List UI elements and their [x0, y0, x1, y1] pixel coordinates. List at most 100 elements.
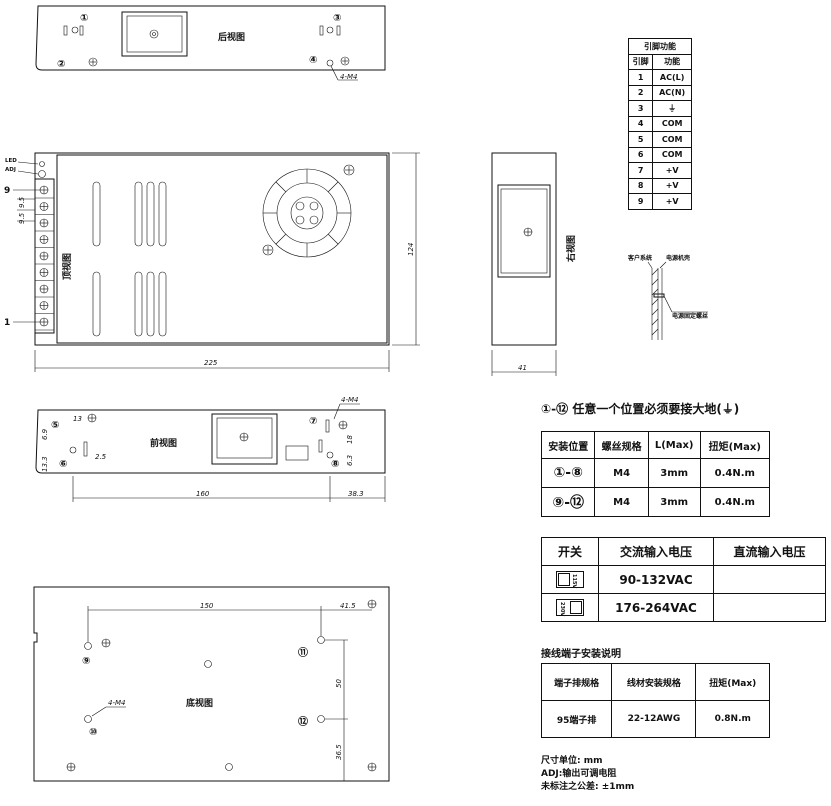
front-dim-6-9: 6.9 — [41, 428, 49, 440]
psu-chassis-label: 电源机壳 — [666, 254, 690, 262]
bottom-dim-36-5: 36.5 — [335, 744, 343, 760]
front-dim-2-5: 2.5 — [95, 453, 107, 461]
marker-8: ⑧ — [331, 459, 339, 470]
pin-number: 6 — [627, 146, 654, 163]
rear-view: 后视图 ① ② ③ ④ 4-M4 — [35, 5, 386, 81]
wire-header: 线材安装规格 — [611, 663, 697, 701]
front-m4-label: 4-M4 — [341, 396, 358, 404]
note-adj: ADJ:输出可调电阻 — [541, 769, 617, 779]
height-dim: 124 — [407, 243, 415, 256]
mounting-detail — [647, 261, 708, 340]
top-view-title: 顶视图 — [61, 253, 73, 280]
pin-function: +V — [652, 162, 692, 179]
wire-section-title: 接线端子安装说明 — [541, 649, 621, 660]
drawing-notes: 尺寸单位: mm ADJ:输出可调电阻 未标注之公差: ±1mm — [541, 755, 634, 794]
mount-header: L(Max) — [647, 431, 701, 459]
ground-note: ①-⑫ 任意一个位置必须要接大地(⏚) — [541, 402, 740, 416]
ac-input-range: 176-264VAC — [598, 593, 714, 622]
pin-function: COM — [652, 131, 692, 148]
pitch-dim-a: 9.5 — [18, 212, 26, 224]
pin-function: COM — [652, 115, 692, 132]
switch-header: 开关 — [541, 537, 599, 566]
screw-length: 3mm — [647, 458, 701, 488]
marker-1: ① — [80, 13, 88, 24]
bottom-dim-50: 50 — [335, 679, 343, 688]
switch-header: 交流输入电压 — [598, 537, 714, 566]
mount-header: 安装位置 — [540, 431, 596, 459]
marker-11: ⑪ — [298, 646, 308, 659]
adj-label: ADJ — [5, 167, 16, 173]
marker-9: ⑨ — [82, 656, 90, 667]
wire-header: 端子排规格 — [540, 663, 613, 701]
pin-function: AC(N) — [652, 84, 692, 101]
mount-position: ⑨-⑫ — [540, 487, 596, 517]
marker-5: ⑤ — [51, 420, 59, 431]
pin-number: 8 — [627, 177, 654, 194]
fix-screw-label: 电源固定螺丝 — [672, 312, 708, 320]
switch-header: 直流输入电压 — [713, 537, 826, 566]
switch-115v-icon: 115V — [556, 571, 584, 588]
pin1-label: 1 — [4, 318, 10, 328]
bottom-dim-150: 150 — [200, 602, 214, 610]
marker-2: ② — [57, 59, 65, 70]
length-dim: 225 — [204, 359, 218, 367]
pin-function: +V — [652, 177, 692, 194]
pin-table-header: 功能 — [652, 53, 692, 70]
screw-torque: 0.4N.m — [699, 487, 771, 517]
pin-number: 7 — [627, 162, 654, 179]
table-row: ①-⑧ M4 3mm 0.4N.m — [540, 458, 771, 488]
wire-gauge: 22-12AWG — [611, 700, 697, 738]
input-switch-table: 开关 交流输入电压 直流输入电压 115V 90-132VAC 230V 176… — [541, 537, 826, 622]
pin-function: +V — [652, 193, 692, 210]
front-dim-13: 13 — [73, 415, 82, 423]
table-row: 8+V — [627, 177, 692, 194]
pin-number: 2 — [627, 84, 654, 101]
pin-number: 4 — [627, 115, 654, 132]
table-row: 9+V — [627, 193, 692, 210]
ground-icon: ⏚ — [652, 100, 692, 117]
pin-table-header: 引脚 — [627, 53, 654, 70]
bottom-view: 底视图 ⑨ ⑩ ⑪ ⑫ 4-M4 150 41.5 50 36.5 — [33, 586, 390, 782]
led-label: LED — [5, 158, 17, 164]
front-dim-6-3: 6.3 — [346, 455, 354, 466]
pin-table-title: 引脚功能 — [628, 38, 692, 55]
pin-number: 9 — [627, 193, 654, 210]
mount-header: 扭矩(Max) — [699, 431, 771, 459]
front-dim-13-3: 13.3 — [41, 456, 49, 472]
front-dim-18: 18 — [346, 435, 354, 444]
marker-10: ⑩ — [89, 727, 97, 738]
pitch-dim-b: 9.5 — [18, 196, 26, 208]
front-dim-160: 160 — [196, 490, 210, 498]
right-view-title: 右视图 — [565, 235, 577, 263]
table-row: 3⏚ — [627, 100, 692, 117]
marker-3: ③ — [333, 13, 341, 24]
terminal-block — [35, 185, 54, 331]
bottom-view-title: 底视图 — [186, 697, 213, 709]
ac-input-range: 90-132VAC — [598, 565, 714, 594]
right-view: 右视图 41 客户系统 电源机壳 电源固定螺丝 — [491, 152, 708, 376]
mount-header: 螺丝规格 — [594, 431, 649, 459]
top-view: LED ADJ 9 1 9.5 9.5 顶视图 — [4, 152, 420, 372]
wire-header: 扭矩(Max) — [695, 663, 770, 701]
bottom-m4-label: 4-M4 — [108, 699, 125, 707]
pin-number: 1 — [627, 69, 654, 86]
mount-position: ①-⑧ — [540, 458, 596, 488]
pin-number: 3 — [627, 100, 654, 117]
marker-4: ④ — [309, 55, 317, 66]
customer-system-label: 客户系统 — [627, 254, 652, 262]
screw-spec: M4 — [594, 487, 649, 517]
bottom-dim-41-5: 41.5 — [340, 602, 356, 610]
table-row: 95端子排 22-12AWG 0.8N.m — [540, 700, 770, 738]
table-row: 230V 176-264VAC — [541, 593, 826, 622]
table-row: 7+V — [627, 162, 692, 179]
screw-length: 3mm — [647, 487, 701, 517]
width-dim: 41 — [518, 364, 527, 372]
front-view-title: 前视图 — [150, 437, 177, 449]
pin-number: 5 — [627, 131, 654, 148]
table-row: 115V 90-132VAC — [541, 565, 826, 594]
marker-12: ⑫ — [298, 715, 308, 728]
